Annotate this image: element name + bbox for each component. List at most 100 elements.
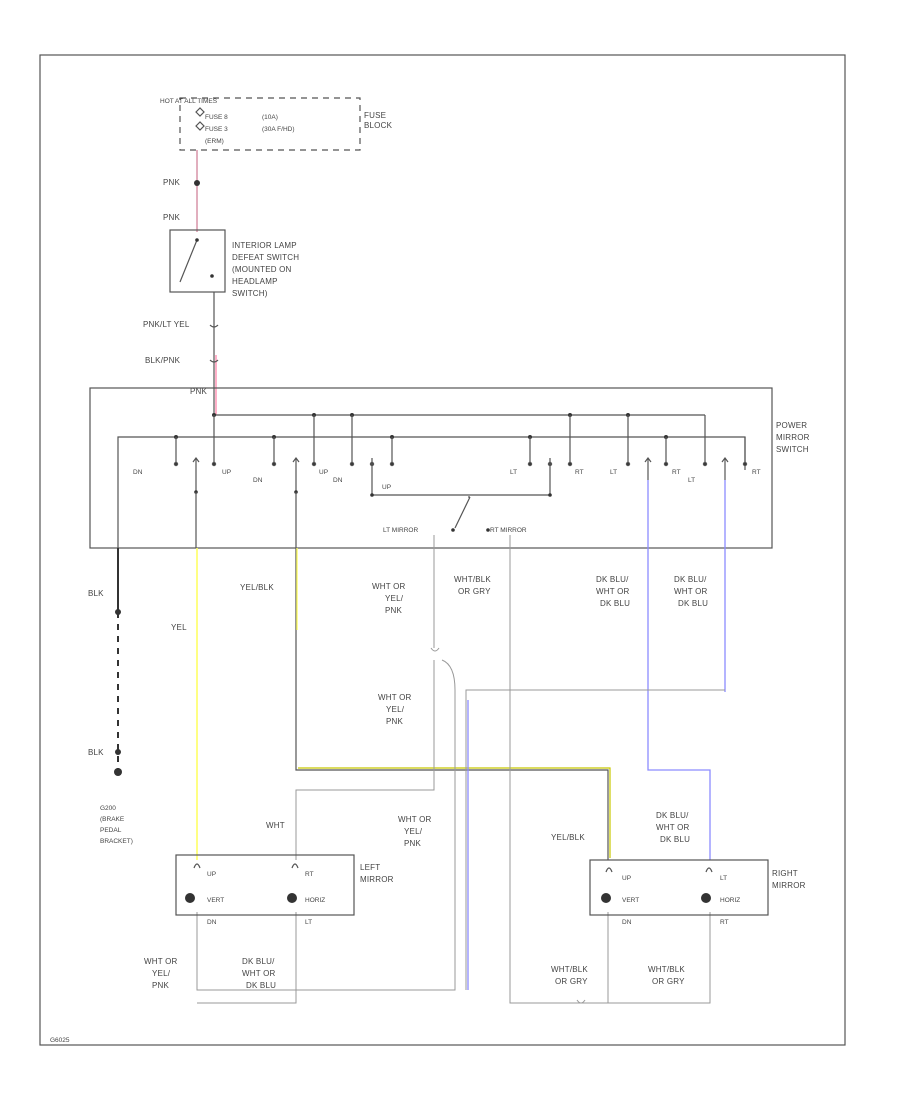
wire-label-dk-blu-3a: DK BLU/ xyxy=(656,811,689,820)
wire-label-pnk-lt-yel: PNK/LT YEL xyxy=(143,320,190,329)
interior-lamp-defeat-switch: INTERIOR LAMP DEFEAT SWITCH (MOUNTED ON … xyxy=(169,229,299,298)
wht-blk-gry-wire: WHT/BLK OR GRY WHT/BLK OR GRY WHT/BLK OR… xyxy=(454,535,711,1004)
wire-label-dk-blu-2b: WHT OR xyxy=(674,587,708,596)
wire-label-yel-blk-bottom: YEL/BLK xyxy=(551,833,585,842)
wire-label-dk-blu-2c: DK BLU xyxy=(678,599,708,608)
wire-label-wht-yel-pnk-2a: WHT OR xyxy=(378,693,412,702)
selector-rt-mirror-label: RT MIRROR xyxy=(490,527,527,534)
pink-wire-bottom: PNK/LT YEL BLK/PNK PNK xyxy=(143,292,219,415)
wire-label-wht-yel-pnk-1c: PNK xyxy=(385,606,403,615)
wire-label-blk-pnk: BLK/PNK xyxy=(145,356,181,365)
wire-label-wht-blk-gry-2b: OR GRY xyxy=(555,977,588,986)
lamp-switch-name-5: SWITCH) xyxy=(232,289,268,298)
pnk-connector-dot xyxy=(194,180,200,186)
switch-pos-lt-2: LT xyxy=(610,469,617,476)
wire-label-wht-blk-gry-1b: OR GRY xyxy=(458,587,491,596)
ground-name-4: BRACKET) xyxy=(100,838,133,845)
power-mirror-switch-name-3: SWITCH xyxy=(776,445,809,454)
wire-label-dk-blu-3c: DK BLU xyxy=(660,835,690,844)
ground-point-icon xyxy=(114,768,122,776)
right-mirror-horiz: HORIZ xyxy=(720,897,740,904)
wire-label-wht-yel-pnk-1a: WHT OR xyxy=(372,582,406,591)
wire-label-dk-blu-2a: DK BLU/ xyxy=(674,575,707,584)
pink-wire-top: PNK PNK xyxy=(163,150,200,232)
switch-pos-dn-1: DN xyxy=(133,469,143,476)
left-mirror-horiz: HORIZ xyxy=(305,897,325,904)
wire-label-wht-yel-pnk-2b: YEL/ xyxy=(386,705,405,714)
right-mirror-dn: DN xyxy=(622,919,632,926)
right-mirror-up: UP xyxy=(622,875,631,882)
wire-label-dk-blu-1b: WHT OR xyxy=(596,587,630,596)
diagram-frame xyxy=(39,54,846,1046)
left-mirror: UP RT VERT HORIZ DN LT LEFT MIRROR xyxy=(175,854,394,926)
wire-label-dk-blu-4b: WHT OR xyxy=(242,969,276,978)
switch-pos-lt-1: LT xyxy=(510,469,517,476)
wire-label-pnk: PNK xyxy=(163,178,181,187)
switch-pos-up-3: UP xyxy=(382,484,391,491)
left-mirror-vert: VERT xyxy=(207,897,224,904)
selector-lt-mirror-label: LT MIRROR xyxy=(383,527,418,534)
right-mirror-horiz-motor-icon xyxy=(701,893,711,903)
wire-label-yel-blk-top: YEL/BLK xyxy=(240,583,274,592)
left-mirror-dn: DN xyxy=(207,919,217,926)
ground-name-3: PEDAL xyxy=(100,827,122,834)
lamp-switch-name-4: HEADLAMP xyxy=(232,277,278,286)
left-mirror-rt: RT xyxy=(305,871,314,878)
wht-yel-pnk-wire: WHT OR YEL/ PNK WHT OR YEL/ PNK WHT OR Y… xyxy=(144,535,456,991)
switch-pos-up-2: UP xyxy=(319,469,328,476)
ground-name-1: G200 xyxy=(100,805,116,812)
lamp-switch-name-2: DEFEAT SWITCH xyxy=(232,253,299,262)
switch-pos-lt-3: LT xyxy=(688,477,695,484)
switch-pos-dn-2: DN xyxy=(253,477,263,484)
wire-label-wht: WHT xyxy=(266,821,285,830)
left-mirror-lt: LT xyxy=(305,919,312,926)
footer-code: G6025 xyxy=(50,1037,70,1044)
wire-label-wht-yel-pnk-3b: YEL/ xyxy=(404,827,423,836)
left-mirror-horiz-motor-icon xyxy=(287,893,297,903)
wire-label-wht-yel-pnk-4c: PNK xyxy=(152,981,170,990)
ground-circuit: BLK BLK G200 (BRAKE PEDAL BRACKET) xyxy=(88,548,133,845)
fuse-block-name-1: FUSE xyxy=(364,111,386,120)
yel-blk-wire: YEL/BLK YEL/BLK xyxy=(240,492,611,860)
wire-label-dk-blu-4c: DK BLU xyxy=(246,981,276,990)
left-mirror-name-2: MIRROR xyxy=(360,875,394,884)
left-mirror-up: UP xyxy=(207,871,216,878)
wire-label-dk-blu-3b: WHT OR xyxy=(656,823,690,832)
wire-label-wht-yel-pnk-1b: YEL/ xyxy=(385,594,404,603)
right-mirror-rt: RT xyxy=(720,919,729,926)
wire-label-pnk-2: PNK xyxy=(163,213,181,222)
wire-label-blk-top: BLK xyxy=(88,589,104,598)
right-mirror: UP LT VERT HORIZ DN RT RIGHT MIRROR xyxy=(589,859,806,926)
left-mirror-name-1: LEFT xyxy=(360,863,380,872)
fuse-block-header: HOT AT ALL TIMES xyxy=(160,98,218,105)
power-mirror-switch-name-1: POWER xyxy=(776,421,807,430)
fuse-c-label: (ERM) xyxy=(205,138,224,145)
switch-pos-rt-2: RT xyxy=(672,469,681,476)
lamp-switch-name-1: INTERIOR LAMP xyxy=(232,241,297,250)
fuse-b-rating: (30A F/HD) xyxy=(262,126,295,133)
dk-blu-wire: DK BLU/ WHT OR DK BLU DK BLU/ WHT OR DK … xyxy=(197,480,726,1004)
wire-label-wht-yel-pnk-2c: PNK xyxy=(386,717,404,726)
right-mirror-name-2: MIRROR xyxy=(772,881,806,890)
wire-label-wht-blk-gry-3b: OR GRY xyxy=(652,977,685,986)
power-mirror-switch: POWER MIRROR SWITCH DN UP xyxy=(89,387,810,549)
fuse-a-rating: (10A) xyxy=(262,114,278,121)
right-mirror-vert-motor-icon xyxy=(601,893,611,903)
switch-pos-dn-3: DN xyxy=(333,477,343,484)
wire-label-dk-blu-4a: DK BLU/ xyxy=(242,957,275,966)
wire-label-dk-blu-1c: DK BLU xyxy=(600,599,630,608)
wire-label-dk-blu-1a: DK BLU/ xyxy=(596,575,629,584)
right-mirror-lt: LT xyxy=(720,875,727,882)
switch-pos-up-1: UP xyxy=(222,469,231,476)
switch-pos-rt-3: RT xyxy=(752,469,761,476)
wire-label-wht-blk-gry-3a: WHT/BLK xyxy=(648,965,685,974)
fuse-block: HOT AT ALL TIMES FUSE 8 (10A) FUSE 3 (30… xyxy=(160,97,392,151)
lamp-switch-name-3: (MOUNTED ON xyxy=(232,265,292,274)
power-mirror-switch-name-2: MIRROR xyxy=(776,433,810,442)
fuse-a-label: FUSE 8 xyxy=(205,114,228,121)
fuse-b-label: FUSE 3 xyxy=(205,126,228,133)
wire-label-yel: YEL xyxy=(171,623,187,632)
wire-label-wht-yel-pnk-4b: YEL/ xyxy=(152,969,171,978)
yel-wire: YEL xyxy=(171,492,198,860)
wire-label-pnk-3: PNK xyxy=(190,387,208,396)
